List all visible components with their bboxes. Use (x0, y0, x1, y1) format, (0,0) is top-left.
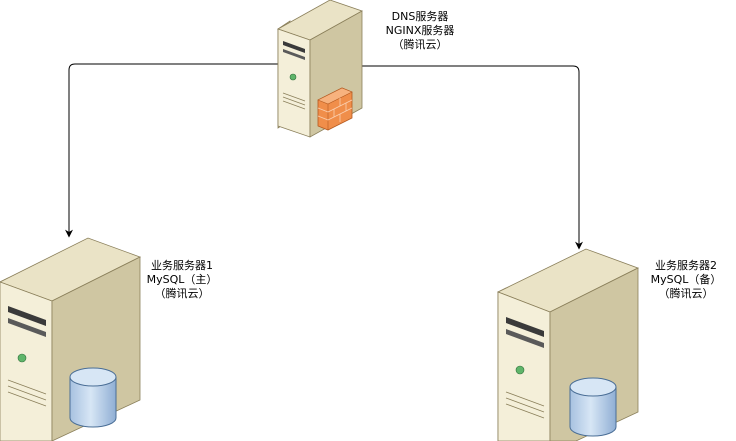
dns-label-line3: （腾讯云） (392, 38, 448, 51)
node-label-biz1: 业务服务器1 MySQL（主） （腾讯云） (134, 259, 230, 301)
biz1-label-line1: 业务服务器1 (151, 259, 213, 272)
biz2-label-line1: 业务服务器2 (655, 259, 717, 272)
dns-label-line1: DNS服务器 (391, 10, 449, 23)
edge-dns-to-biz1 (65, 63, 278, 238)
server-icon-biz2[interactable] (496, 248, 640, 441)
biz2-label-line3: （腾讯云） (658, 287, 714, 300)
biz1-label-line2: MySQL（主） (146, 273, 218, 286)
node-label-biz2: 业务服务器2 MySQL（备） （腾讯云） (638, 259, 734, 301)
biz2-label-line2: MySQL（备） (650, 273, 722, 286)
edge-dns-to-biz2 (362, 65, 583, 250)
firewall-icon (317, 87, 353, 131)
database-icon-biz2 (569, 377, 617, 437)
database-icon-biz1 (69, 367, 117, 428)
dns-label-line2: NGINX服务器 (385, 24, 455, 37)
biz1-label-line3: （腾讯云） (154, 287, 210, 300)
node-label-dns: DNS服务器 NGINX服务器 （腾讯云） (372, 10, 468, 52)
